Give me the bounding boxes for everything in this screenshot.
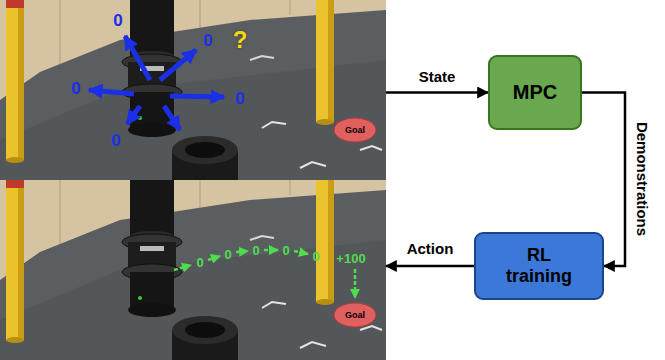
scene-photo: Goal 0 0 0 0 0 +100 [0, 180, 386, 360]
rl-training-box: RL training [474, 232, 604, 300]
reward-value: 0 [196, 256, 203, 269]
action-arrow [170, 96, 224, 97]
trajectory-arrow [174, 265, 191, 270]
reward-value: 0 [113, 12, 122, 29]
arena-photo [0, 0, 386, 180]
reward-value: 0 [203, 32, 212, 49]
reward-value: +100 [336, 252, 365, 265]
box-label: MPC [513, 81, 557, 104]
trajectory-arrow [354, 269, 357, 298]
box-label: RL training [496, 245, 582, 286]
reward-value: 0 [71, 80, 80, 97]
reward-value: 0 [224, 248, 231, 261]
reward-value: 0 [282, 244, 289, 257]
goal-label: Goal [345, 126, 365, 135]
trajectory-arrow [294, 251, 308, 254]
action-arrow [127, 106, 140, 124]
reward-value: 0 [252, 244, 259, 257]
trajectory-arrow [236, 251, 248, 252]
reward-value: 0 [111, 132, 120, 149]
goal-ellipse [334, 303, 376, 327]
goal-marker: Goal [333, 302, 377, 328]
action-arrow [125, 36, 150, 80]
edge-label: State [419, 67, 456, 84]
action-arrows [89, 36, 224, 130]
edge-label: Demonstrations [634, 122, 651, 236]
action-arrow [160, 50, 196, 80]
arena-photo [0, 180, 386, 360]
flow-arrow [386, 265, 474, 268]
goal-ellipse [334, 118, 376, 142]
action-arrow [164, 106, 180, 130]
reward-value: 0 [235, 90, 244, 107]
trajectory-arrow [264, 249, 278, 252]
action-arrow [89, 90, 134, 94]
unknown-reward-mark: ? [233, 28, 248, 52]
trajectory-arrows [174, 250, 355, 298]
edge-label: Action [407, 240, 454, 257]
flow-arrow [386, 91, 488, 94]
reward-value: 0 [312, 250, 319, 263]
mpc-box: MPC [488, 55, 582, 130]
goal-marker: Goal [333, 117, 377, 143]
scene-photo: Goal 0 0? 0 0 0 [0, 0, 386, 180]
goal-label: Goal [345, 311, 365, 320]
trajectory-arrow [208, 256, 220, 260]
